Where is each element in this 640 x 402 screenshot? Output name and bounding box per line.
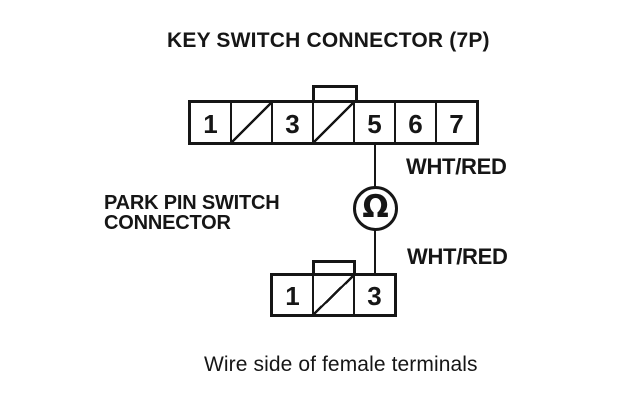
wire-upper-segment xyxy=(374,143,376,188)
pin-cell: 3 xyxy=(273,103,314,142)
caption-wire-side: Wire side of female terminals xyxy=(204,353,478,376)
pin-cell-slashed xyxy=(314,103,355,142)
pin-number: 6 xyxy=(408,108,423,139)
pin-cell: 1 xyxy=(273,276,314,314)
pin-number: 3 xyxy=(285,108,300,139)
pin-cell-slashed xyxy=(232,103,273,142)
pin-cell: 1 xyxy=(191,103,232,142)
pin-cell: 5 xyxy=(355,103,396,142)
pin-number: 1 xyxy=(203,108,218,139)
park-pin-switch-label-line2: CONNECTOR xyxy=(104,212,231,234)
wire-color-label-upper: WHT/RED xyxy=(406,154,507,179)
pin-cell-slashed xyxy=(314,276,355,314)
key-switch-connector-lock-tab xyxy=(312,85,358,103)
pin-number: 7 xyxy=(449,108,464,139)
park-pin-switch-connector-lock-tab xyxy=(312,260,356,276)
park-pin-switch-connector-label: PARK PIN SWITCH CONNECTOR xyxy=(104,193,280,233)
ohm-symbol: Ω xyxy=(362,189,389,225)
diagram-title: KEY SWITCH CONNECTOR (7P) xyxy=(167,29,490,52)
wire-lower-segment xyxy=(374,229,376,275)
pin-cell: 3 xyxy=(355,276,394,314)
pin-number: 5 xyxy=(367,108,382,139)
wire-color-label-lower: WHT/RED xyxy=(407,244,508,269)
pin-cell: 6 xyxy=(396,103,437,142)
pin-cell: 7 xyxy=(437,103,476,142)
ohmmeter-icon: Ω xyxy=(353,186,398,231)
park-pin-switch-label-line1: PARK PIN SWITCH xyxy=(104,192,280,214)
pin-number: 1 xyxy=(285,281,300,311)
pin-number: 3 xyxy=(367,281,382,311)
